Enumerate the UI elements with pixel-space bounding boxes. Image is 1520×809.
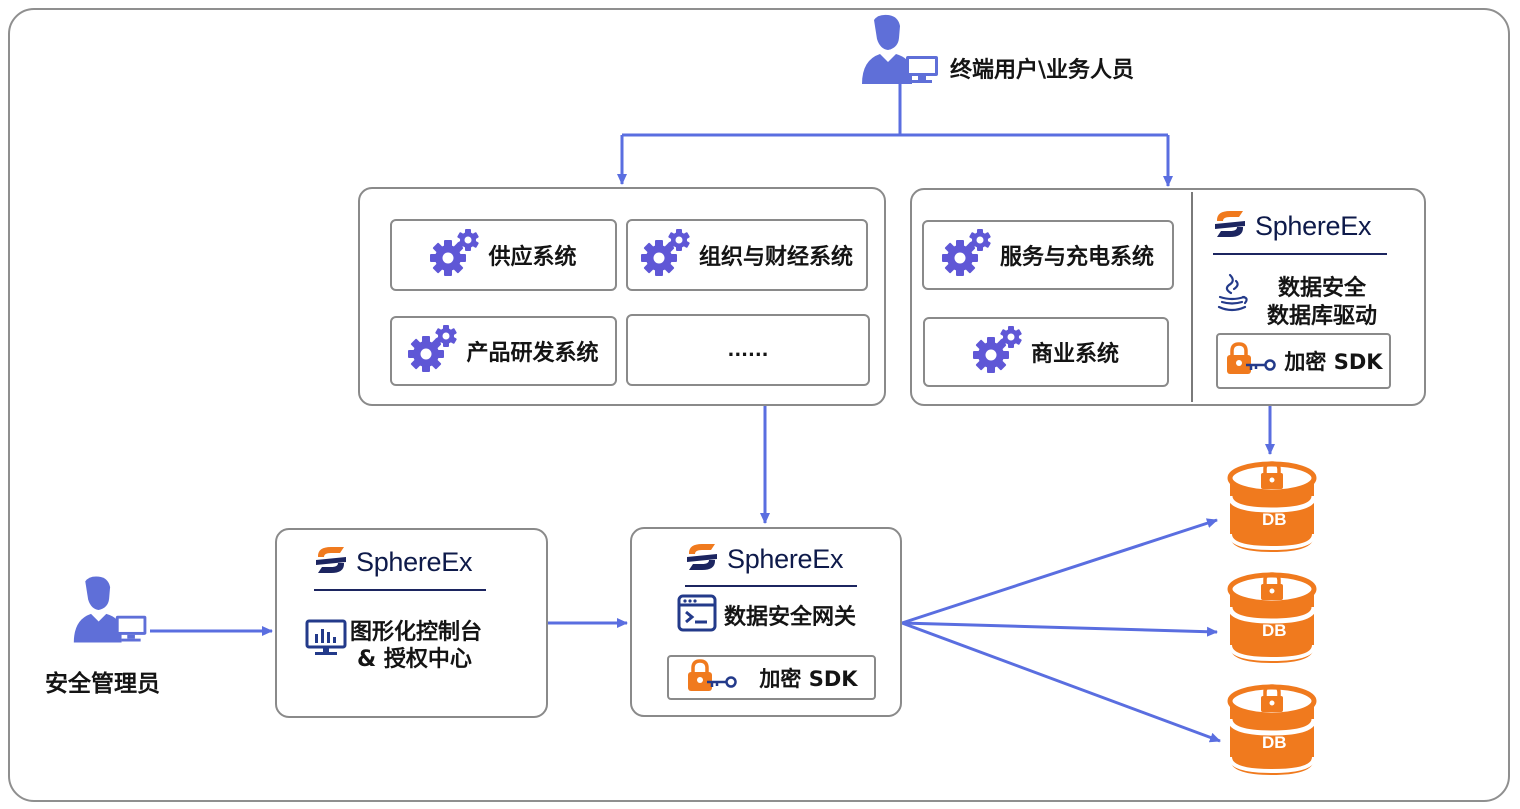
gear-icon [640, 228, 693, 282]
sphereex-mark-icon [314, 544, 348, 580]
console-line2: & 授权中心 [357, 647, 472, 672]
brand-name: SphereEx [1255, 210, 1372, 241]
sdk-label: 加密 SDK [759, 666, 858, 691]
sphereex-logo: SphereEx [1213, 208, 1371, 244]
system-label: 组织与财经系统 [698, 245, 853, 270]
driver-line1: 数据安全 [1277, 276, 1366, 301]
db-label: DB [1262, 733, 1287, 752]
system-label: 供应系统 [488, 245, 577, 270]
admin-label: 安全管理员 [45, 671, 160, 697]
gear-icon [941, 228, 994, 282]
user-to-systems-line [622, 82, 1168, 137]
brand-name: SphereEx [727, 543, 844, 574]
gateway-sdk-box: 加密 SDK [667, 655, 876, 700]
db-label: DB [1262, 621, 1287, 640]
sphereex-logo: SphereEx [314, 544, 472, 580]
system-label: 商业系统 [1030, 342, 1119, 367]
system-more: ...... [626, 314, 870, 386]
java-icon [1217, 273, 1248, 312]
lock-key-icon [1224, 342, 1277, 380]
system-commerce: 商业系统 [923, 317, 1169, 387]
system-label: 服务与充电系统 [999, 245, 1154, 270]
admin-user-icon [73, 576, 147, 643]
arrow-gateway-to-db1 [901, 518, 1218, 625]
terminal-window-icon [677, 594, 717, 632]
system-product-rd: 产品研发系统 [390, 316, 617, 386]
gear-icon [972, 325, 1025, 379]
brand-underline [314, 589, 486, 591]
gear-icon [408, 324, 460, 378]
sphereex-mark-icon [1213, 208, 1247, 244]
system-label: 产品研发系统 [466, 341, 599, 366]
system-supply: 供应系统 [390, 219, 617, 291]
arrow-gateway-to-db3 [901, 621, 1221, 743]
gateway-title: 数据安全网关 [724, 605, 857, 630]
brand-underline [1213, 253, 1387, 255]
more-label: ...... [727, 339, 769, 361]
sphereex-mark-icon [685, 541, 719, 577]
db-label: DB [1262, 510, 1287, 529]
system-service-charging: 服务与充电系统 [922, 220, 1174, 290]
driver-line2: 数据库驱动 [1266, 304, 1377, 329]
dashboard-monitor-icon [305, 619, 347, 655]
driver-sdk-box: 加密 SDK [1216, 333, 1391, 389]
console-line1: 图形化控制台 [350, 620, 483, 645]
sphereex-logo: SphereEx [685, 541, 843, 577]
sdk-label: 加密 SDK [1284, 350, 1383, 374]
brand-underline [685, 585, 857, 587]
lock-key-icon [685, 658, 738, 697]
arrow-gateway-to-db2 [901, 621, 1218, 637]
system-org-finance: 组织与财经系统 [626, 219, 868, 291]
gear-icon [430, 228, 482, 282]
brand-name: SphereEx [356, 546, 473, 577]
top-user-label: 终端用户\业务人员 [950, 58, 1135, 83]
user-with-monitor-icon [862, 14, 938, 84]
panel-divider [1191, 192, 1193, 402]
